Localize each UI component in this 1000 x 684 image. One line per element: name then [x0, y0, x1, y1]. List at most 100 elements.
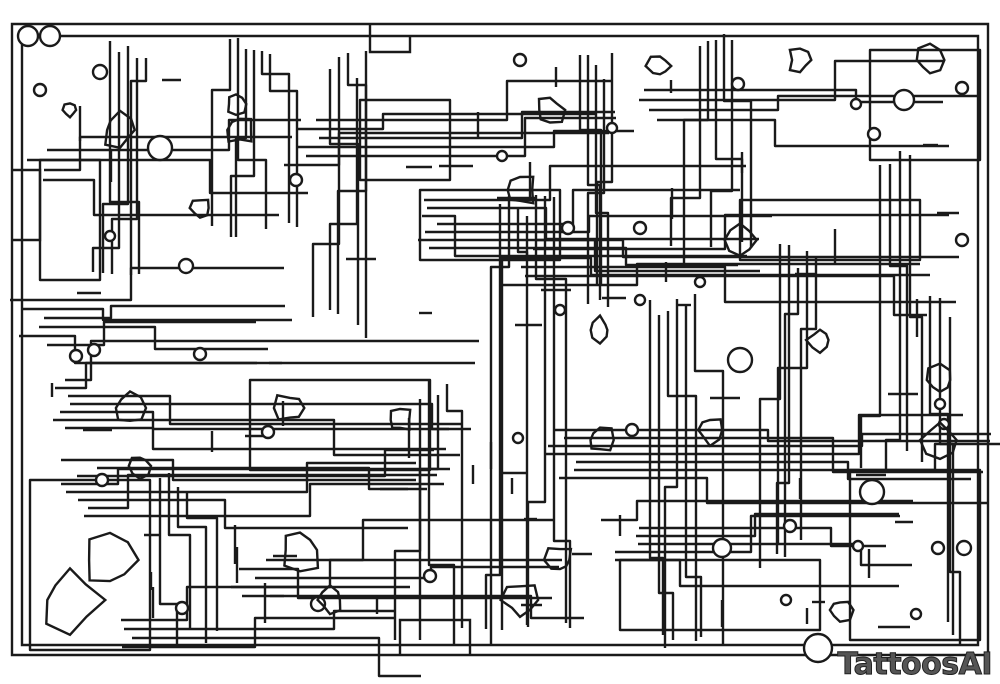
trace-h-3-0 — [316, 79, 611, 122]
trace-h-4-3 — [437, 188, 740, 226]
trace-h-7-2 — [255, 565, 559, 580]
frame-bottom-notch — [398, 618, 472, 655]
trace-v-7-3 — [776, 251, 809, 544]
trace-h-0-0 — [10, 266, 284, 302]
trace-h-11-1 — [124, 609, 396, 631]
trace-v-10-3 — [185, 491, 219, 631]
cell-box-7 — [248, 378, 432, 472]
pad-6 — [103, 229, 117, 243]
frame-border-inner — [20, 34, 980, 647]
trace-v-8-1 — [888, 164, 909, 451]
pad-38 — [802, 632, 834, 664]
pad-37 — [693, 275, 707, 289]
blob-shape-19 — [644, 55, 673, 76]
trace-h-6-3 — [546, 413, 963, 456]
trace-v-3-2 — [516, 209, 529, 625]
trace-v-2-3 — [328, 78, 359, 310]
pad-3 — [32, 82, 48, 98]
trace-v-8-2 — [884, 151, 902, 471]
trace-v-0-1 — [91, 52, 121, 272]
trace-v-9-1 — [427, 381, 456, 646]
pad-1 — [38, 24, 62, 48]
pad-28 — [782, 518, 798, 534]
trace-v-5-3 — [663, 299, 679, 648]
trace-h-2-5 — [78, 498, 408, 530]
trace-v-5-5 — [693, 294, 725, 646]
trace-h-4-0 — [424, 164, 746, 202]
pad-29 — [779, 593, 793, 607]
pad-17 — [892, 88, 916, 112]
trace-v-5-4 — [684, 306, 703, 637]
blob-shape-24 — [227, 93, 248, 117]
trace-h-8-5 — [615, 558, 899, 588]
blob-shape-6 — [283, 531, 320, 573]
pad-42 — [633, 293, 647, 307]
cell-box-0 — [28, 478, 152, 652]
trace-v-2-1 — [311, 57, 341, 317]
trace-h-8-3 — [638, 542, 912, 567]
pad-13 — [68, 348, 84, 364]
trace-v-3-4 — [534, 195, 568, 623]
trace-h-9-2 — [44, 135, 292, 172]
blob-shape-9 — [316, 583, 342, 616]
pad-14 — [495, 149, 509, 163]
blob-shape-17 — [915, 42, 946, 75]
blob-shape-7 — [87, 531, 141, 583]
trace-h-5-5 — [501, 262, 920, 287]
trace-h-1-0 — [65, 339, 479, 382]
trace-v-8-0 — [859, 165, 882, 468]
trace-h-3-4 — [306, 116, 616, 158]
pad-20 — [954, 232, 970, 248]
trace-v-11-1 — [938, 298, 955, 635]
blob-shape-0 — [103, 109, 137, 150]
pad-9 — [632, 220, 648, 236]
blob-shape-8 — [45, 566, 108, 637]
trace-v-3-5 — [526, 196, 547, 627]
pad-24 — [851, 539, 865, 553]
trace-v-3-0 — [484, 204, 502, 629]
blob-shape-13 — [696, 418, 724, 448]
trace-h-2-7 — [84, 482, 444, 518]
trace-v-2-4 — [336, 51, 368, 314]
trace-h-7-3 — [231, 558, 562, 589]
pad-41 — [512, 52, 528, 68]
pad-43 — [553, 303, 567, 317]
trace-h-6-0 — [555, 428, 990, 443]
blob-shape-26 — [389, 407, 412, 431]
trace-v-3-6 — [552, 197, 572, 628]
trace-h-0-1 — [23, 307, 292, 322]
cell-box-3 — [868, 48, 982, 162]
pad-31 — [511, 431, 525, 445]
trace-v-1-3 — [229, 50, 256, 237]
blob-shape-18 — [788, 47, 813, 74]
trace-h-1-5 — [53, 418, 460, 457]
pad-39 — [94, 472, 110, 488]
blob-shape-5 — [127, 456, 153, 481]
trace-v-7-0 — [758, 244, 782, 568]
trace-h-0-5 — [47, 320, 256, 347]
pad-7 — [177, 257, 195, 275]
cell-box-5 — [738, 198, 922, 262]
trace-v-4-4 — [595, 53, 614, 284]
trace-h-2-6 — [88, 473, 437, 510]
blob-shape-4 — [272, 393, 306, 421]
pad-4 — [146, 134, 174, 162]
blob-shape-21 — [506, 175, 535, 205]
cell-box-1 — [848, 468, 982, 642]
trace-v-10-2 — [176, 487, 208, 643]
pad-36 — [624, 422, 640, 438]
cell-box-4 — [38, 158, 102, 282]
trace-v-6-0 — [669, 46, 702, 246]
blob-shape-1 — [226, 117, 253, 143]
trace-h-0-3 — [39, 325, 268, 351]
blob-shape-2 — [188, 198, 210, 219]
trace-v-4-1 — [586, 55, 602, 300]
pad-33 — [174, 600, 190, 616]
blob-shape-23 — [723, 221, 759, 258]
trace-v-5-0 — [648, 300, 665, 635]
pad-40 — [730, 76, 746, 92]
trace-v-0-4 — [129, 58, 148, 275]
trace-v-1-1 — [236, 38, 268, 229]
trace-v-1-2 — [234, 49, 248, 237]
